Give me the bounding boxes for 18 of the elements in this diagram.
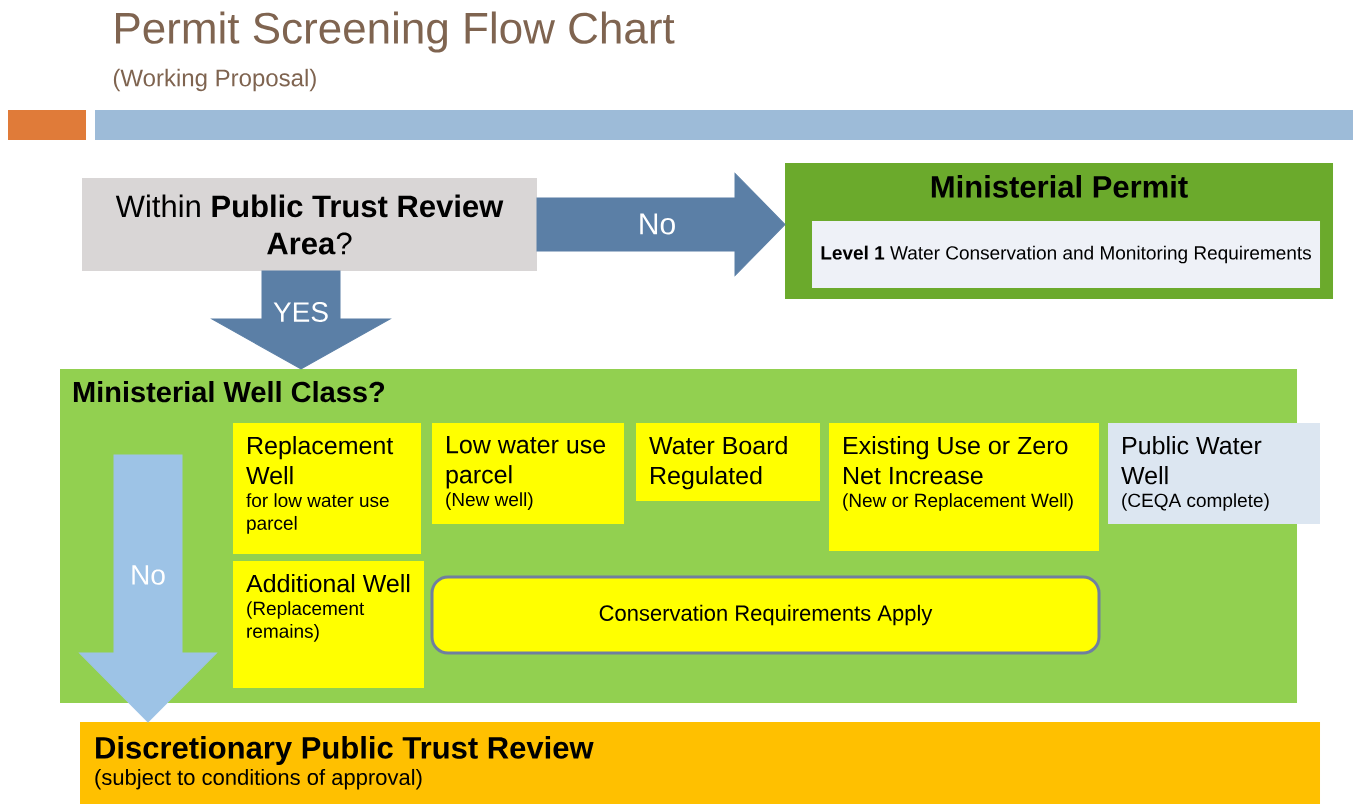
category-box: Water Board Regulated xyxy=(636,423,820,501)
block-arrow xyxy=(536,173,786,276)
block-arrow xyxy=(79,454,217,723)
title: Permit Screening Flow Chart xyxy=(116,11,675,53)
arrow-label: YES xyxy=(273,302,328,322)
requirement-box: Level 1 Water Conservation and Monitoring Requirements xyxy=(812,221,1320,288)
decision-box: Within Public Trust Review Area? xyxy=(82,178,537,271)
review-box: Discretionary Public Trust Review (subject to conditions of approval) xyxy=(80,722,1320,804)
category-box: Existing Use or Zero Net Increase (New or Replacement Well) xyxy=(829,423,1099,551)
arrow-label: No xyxy=(640,213,675,235)
rounded-box: Conservation Requirements Apply xyxy=(430,575,1101,655)
category-box: Public Water Well (CEQA complete) xyxy=(1108,423,1320,524)
block-arrow xyxy=(211,270,391,370)
category-box: Replacement Well for low water use parcel xyxy=(233,423,421,554)
category-box: Additional Well (Replacement remains) xyxy=(233,561,424,688)
subtitle: (Working Proposal) xyxy=(113,68,316,92)
category-box: Low water use parcel (New well) xyxy=(432,423,624,524)
arrow-label: No xyxy=(132,565,165,585)
